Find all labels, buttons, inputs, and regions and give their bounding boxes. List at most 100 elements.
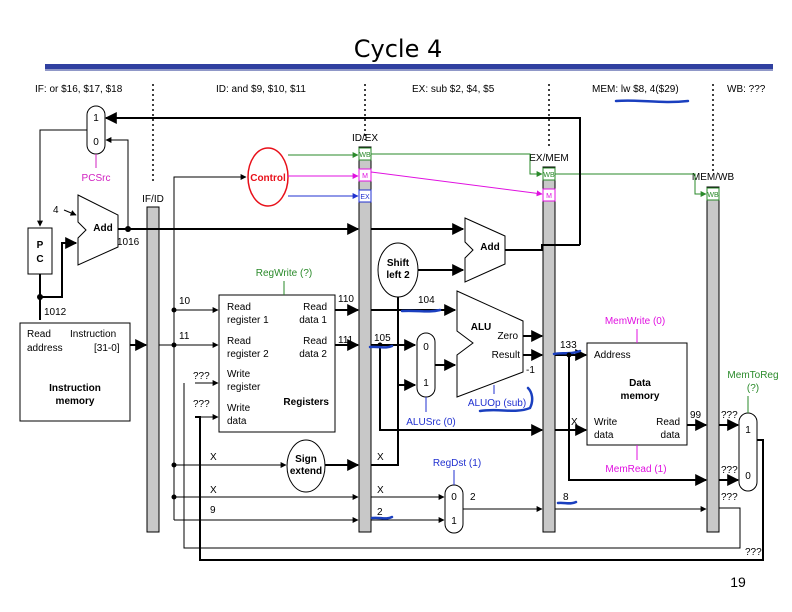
stage-mem-label: MEM: lw $8, 4($29) <box>592 84 679 95</box>
exmem-m-field: M <box>542 188 556 202</box>
data-mem-address-label: Address <box>594 350 631 361</box>
instr-mem-title-2: memory <box>56 396 95 407</box>
exmem-wb-field: WB <box>542 167 556 181</box>
alu-label: ALU <box>471 322 492 333</box>
instruction-memory <box>19 322 131 422</box>
wb-bottom-q: ??? <box>745 547 762 558</box>
idex-register <box>358 146 372 533</box>
wb-mux-1: 1 <box>745 425 751 436</box>
reg-wdata-label: Write <box>227 403 251 414</box>
ex-adder-label: Add <box>480 242 499 253</box>
sign-extend-label-bottom: extend <box>290 466 322 477</box>
data-mem-write-label: Write <box>594 417 618 428</box>
data-mem-read-label: Read <box>656 417 680 428</box>
mem-alu-result-value: 133 <box>560 340 577 351</box>
pc-label-bottom: C <box>36 254 43 265</box>
reg-data1-label: Read <box>303 302 327 313</box>
rd-field-value: 9 <box>210 505 216 516</box>
registers-title: Registers <box>283 397 329 408</box>
reg-write-label: Write <box>227 369 251 380</box>
title-underline <box>45 64 773 69</box>
if-adder-label: Add <box>93 223 112 234</box>
svg-text:WB: WB <box>707 192 719 199</box>
data-memory <box>586 342 688 446</box>
slide-title: Cycle 4 <box>354 35 443 63</box>
data-mem-write-label-2: data <box>594 430 614 441</box>
regdst-label: RegDst (1) <box>433 458 481 469</box>
wb-mux-0: 0 <box>745 471 751 482</box>
svg-text:M: M <box>362 173 368 180</box>
ex-rd-value: 2 <box>377 507 383 518</box>
sign-extend-label-top: Sign <box>295 454 317 465</box>
stage-ex-label: EX: sub $2, $4, $5 <box>412 84 495 95</box>
reg-write-label-2: register <box>227 382 261 393</box>
write-register-value: ??? <box>193 371 210 382</box>
regdst-out-value: 2 <box>470 492 476 503</box>
instr-mem-instruction-label: Instruction <box>70 329 116 340</box>
register-file <box>218 294 336 433</box>
shift-label-bottom: left 2 <box>386 270 410 281</box>
if-adder <box>77 194 119 266</box>
stage-if-label: IF: or $16, $17, $18 <box>35 84 123 95</box>
regdst-mux-1: 1 <box>451 516 457 527</box>
svg-text:WB: WB <box>543 172 555 179</box>
idex-wb-field: WB <box>358 147 372 161</box>
wb-alu-q: ??? <box>721 465 738 476</box>
pc-label-top: P <box>37 240 44 251</box>
sign-in-value: X <box>210 452 217 463</box>
idex-m-field: M <box>358 168 372 182</box>
pc-mux-input-1: 1 <box>93 113 99 124</box>
reg-read1-label-2: register 1 <box>227 315 269 326</box>
alusrc-mux-0: 0 <box>423 342 429 353</box>
regwrite-label: RegWrite (?) <box>256 268 313 279</box>
idex-label: ID/EX <box>352 133 378 144</box>
ifid-register <box>146 206 160 533</box>
title-underline-shadow <box>45 69 773 71</box>
reg-wdata-label-2: data <box>227 416 247 427</box>
page-number: 19 <box>730 574 746 590</box>
data-mem-title-1: Data <box>629 378 651 389</box>
alusrc-mux-1: 1 <box>423 378 429 389</box>
pc-mux-input-0: 0 <box>93 137 99 148</box>
rt-value: 11 <box>179 331 190 342</box>
reg-data2-label: Read <box>303 336 327 347</box>
svg-text:EX: EX <box>360 194 370 201</box>
control-unit <box>247 147 289 207</box>
mem-write-data-value: X <box>571 417 578 428</box>
svg-text:WB: WB <box>359 152 371 159</box>
reg-read2-label: Read <box>227 336 251 347</box>
mem-alu-underline <box>552 349 582 356</box>
write-data-value: ??? <box>193 399 210 410</box>
exmem-register <box>542 166 556 533</box>
data-mem-title-2: memory <box>621 391 660 402</box>
ex-b-value: 105 <box>374 333 391 344</box>
constant-four: 4 <box>53 205 59 216</box>
pcsrc-label: PCSrc <box>82 173 111 184</box>
ex-b-underline <box>368 344 394 349</box>
aluop-label: ALUOp (sub) <box>468 398 526 409</box>
memwb-label: MEM/WB <box>692 172 735 183</box>
instr-mem-read-label: Read <box>27 329 51 340</box>
alu-zero-label: Zero <box>497 331 518 342</box>
ifid-label: IF/ID <box>142 194 164 205</box>
idex-ex-field: EX <box>358 189 372 203</box>
ex-adder <box>464 217 506 283</box>
read-data1-value: 110 <box>338 294 354 305</box>
sign-out-value: X <box>377 452 384 463</box>
instr-mem-bits-label: [31-0] <box>94 343 120 354</box>
mem-dest-underline <box>556 500 578 505</box>
svg-text:M: M <box>546 193 552 200</box>
reg-data2-label-2: data 2 <box>299 349 327 360</box>
mem-read-data-value: 99 <box>690 410 702 421</box>
alusrc-label: ALUSrc (0) <box>406 417 455 428</box>
stage-wb-label: WB: ??? <box>727 84 766 95</box>
memwrite-label: MemWrite (0) <box>605 316 665 327</box>
ex-rd-underline <box>370 515 394 520</box>
reg-read2-label-2: register 2 <box>227 349 269 360</box>
wb-read-q: ??? <box>721 410 738 421</box>
control-label: Control <box>250 173 286 184</box>
rs-value: 10 <box>179 296 191 307</box>
mem-dest-value: 8 <box>563 492 569 503</box>
reg-data1-label-2: data 1 <box>299 315 327 326</box>
